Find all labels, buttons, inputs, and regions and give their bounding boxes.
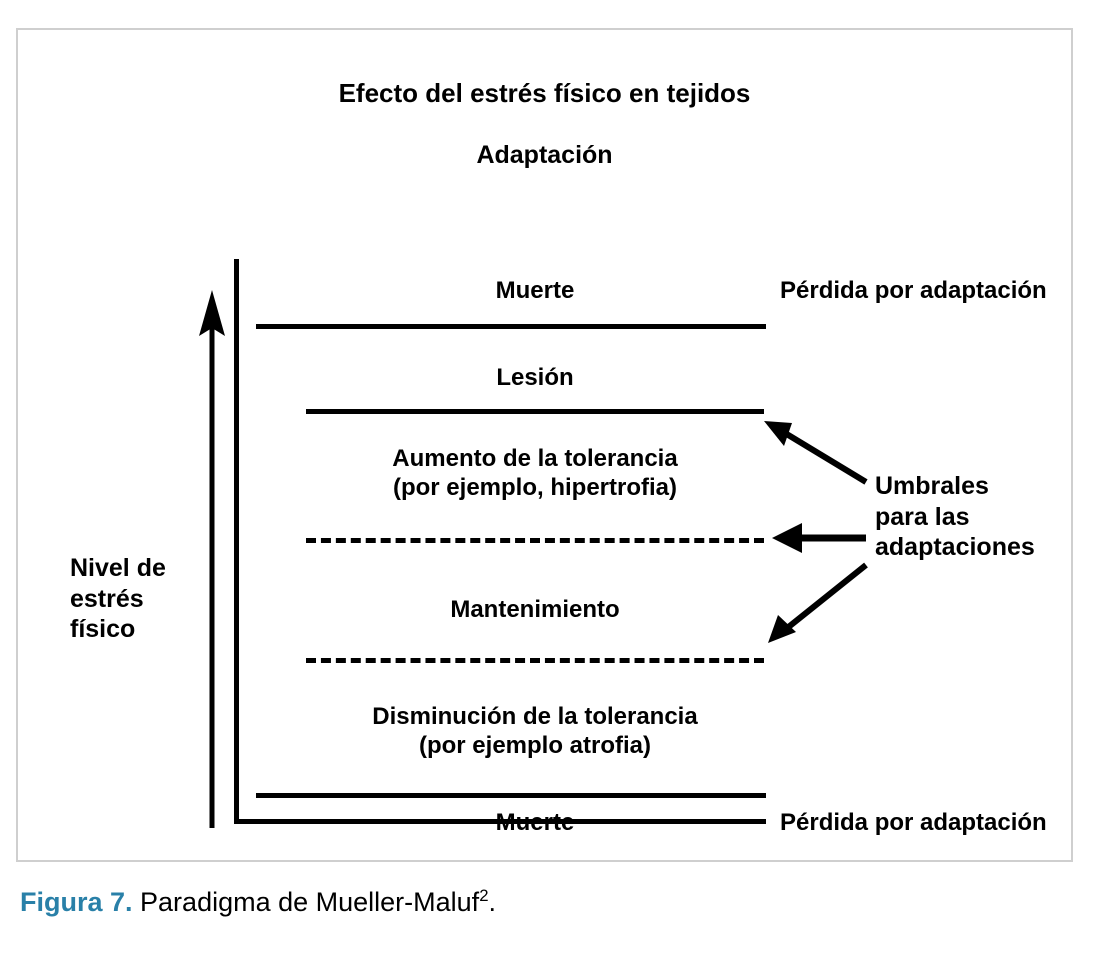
threshold-callout-arrows-icon	[764, 421, 868, 643]
separator-lesion	[306, 409, 764, 414]
arrow-left	[772, 523, 866, 553]
arrow-down-left	[768, 562, 868, 643]
axis-y-label: Nivel de estrés físico	[70, 554, 166, 643]
diagram-subtitle: Adaptación	[476, 141, 613, 169]
band-label-lesion: Lesión	[496, 364, 574, 391]
diagram-title: Efecto del estrés físico en tejidos	[338, 78, 751, 108]
separator-upper-threshold	[306, 538, 764, 543]
caption-text: Paradigma de Mueller-Maluf	[132, 887, 480, 917]
separator-muerte-bottom	[256, 793, 766, 798]
separator-muerte-top	[256, 324, 766, 329]
axis-vertical-line	[234, 259, 239, 824]
axis-horizontal-line	[234, 819, 766, 824]
band-label-muerte-bottom: Muerte	[495, 809, 575, 836]
band-label-disminucion-tolerancia: Disminución de la tolerancia (por ejempl…	[372, 703, 698, 760]
band-label-mantenimiento: Mantenimiento	[450, 596, 620, 623]
axis-up-arrow-icon	[199, 290, 225, 828]
band-label-aumento-tolerancia: Aumento de la tolerancia (por ejemplo, h…	[392, 445, 678, 502]
side-label-perdida-top: Pérdida por adaptación	[780, 277, 1047, 304]
side-label-perdida-bottom: Pérdida por adaptación	[780, 809, 1047, 836]
band-label-muerte-top: Muerte	[495, 277, 575, 304]
caption-label: Figura 7.	[20, 887, 133, 917]
caption-superscript: 2	[479, 886, 489, 905]
arrow-up-left	[764, 421, 868, 485]
figure-caption: Figura 7. Paradigma de Mueller-Maluf2.	[20, 886, 496, 918]
separator-lower-threshold	[306, 658, 764, 663]
side-label-umbrales: Umbrales para las adaptaciones	[875, 472, 1035, 561]
caption-period: .	[488, 887, 497, 917]
figure-frame: Efecto del estrés físico en tejidos Adap…	[16, 28, 1073, 862]
